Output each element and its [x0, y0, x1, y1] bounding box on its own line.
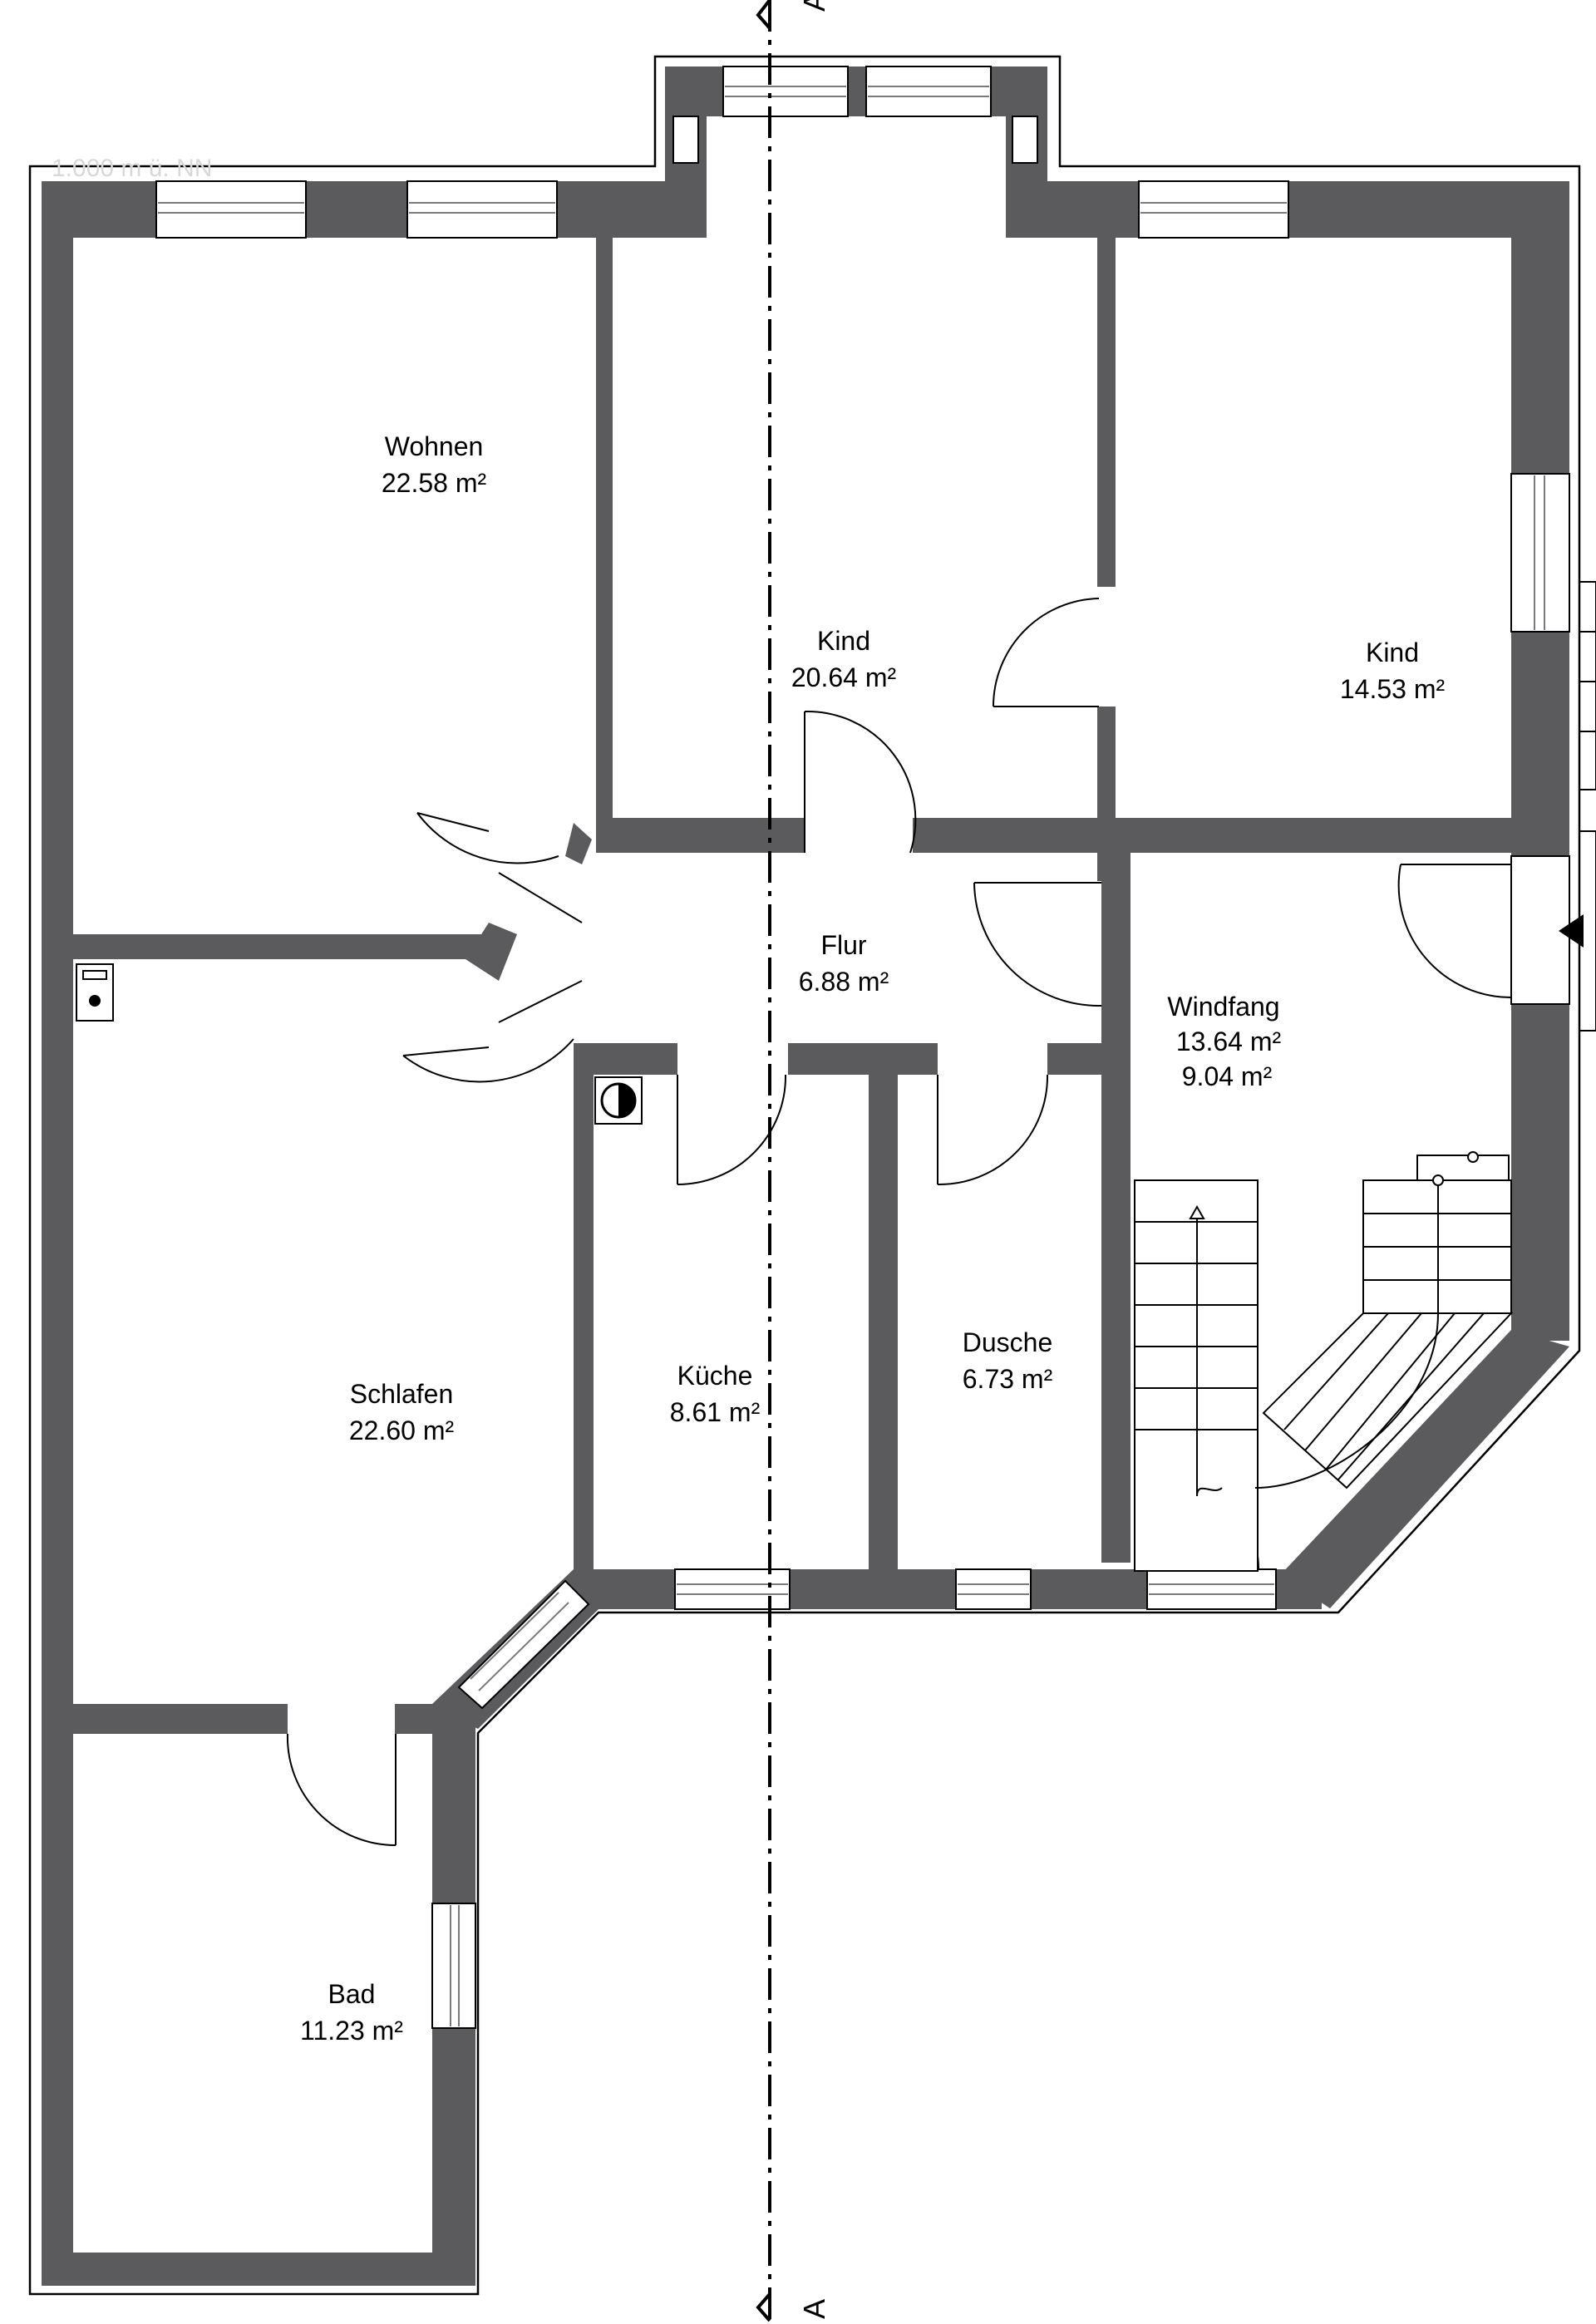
- room-name: Küche: [677, 1361, 753, 1391]
- interior-walls: [73, 238, 1511, 1734]
- room-area: 6.88 m²: [799, 967, 889, 997]
- section-axis: [756, 0, 771, 2324]
- room-dusche: Dusche 6.73 m²: [963, 1327, 1053, 1394]
- room-wohnen: Wohnen 22.58 m²: [382, 431, 487, 498]
- windows[interactable]: [155, 66, 1570, 2029]
- room-name: Windfang: [1167, 992, 1279, 1022]
- room-name: Bad: [328, 1979, 376, 2009]
- exterior-walls: [42, 66, 1569, 2286]
- room-name: Schlafen: [350, 1379, 454, 1409]
- room-kind-2: Kind 14.53 m²: [1340, 638, 1446, 704]
- room-area: 22.60 m²: [349, 1416, 455, 1445]
- entrance-arrow-icon: [1559, 914, 1584, 948]
- washing-machine-icon: [76, 963, 114, 1022]
- room-area: 8.61 m²: [670, 1397, 761, 1427]
- exterior-steps: [1579, 581, 1596, 1032]
- room-area: 22.58 m²: [382, 468, 487, 498]
- room-area: 20.64 m²: [791, 662, 897, 692]
- room-kueche: Küche 8.61 m²: [670, 1361, 761, 1427]
- room-area: 13.64 m²: [1176, 1027, 1282, 1056]
- room-area: 14.53 m²: [1340, 674, 1446, 704]
- room-schlafen: Schlafen 22.60 m²: [349, 1379, 455, 1445]
- room-area: 11.23 m²: [300, 2016, 403, 2046]
- room-area: 6.73 m²: [963, 1364, 1053, 1394]
- staircase: [1134, 1151, 1514, 1572]
- room-kind-1: Kind 20.64 m²: [791, 626, 897, 692]
- room-windfang: Windfang 13.64 m² 9.04 m²: [1167, 992, 1281, 1091]
- section-label-top: A: [797, 0, 831, 12]
- section-label-bottom: A: [797, 2299, 831, 2319]
- room-name: Flur: [820, 930, 866, 960]
- meter-icon: [594, 1076, 643, 1125]
- room-bad: Bad 11.23 m²: [300, 1979, 403, 2046]
- room-area-secondary: 9.04 m²: [1182, 1061, 1273, 1091]
- level-label: 1.000 m ü. NN: [52, 155, 212, 182]
- room-name: Wohnen: [385, 431, 484, 461]
- room-flur: Flur 6.88 m²: [799, 930, 889, 997]
- room-name: Dusche: [963, 1327, 1053, 1357]
- room-name: Kind: [1366, 638, 1419, 667]
- outer-outline: [28, 55, 1581, 2296]
- doors[interactable]: [286, 598, 1512, 1846]
- room-name: Kind: [817, 626, 870, 656]
